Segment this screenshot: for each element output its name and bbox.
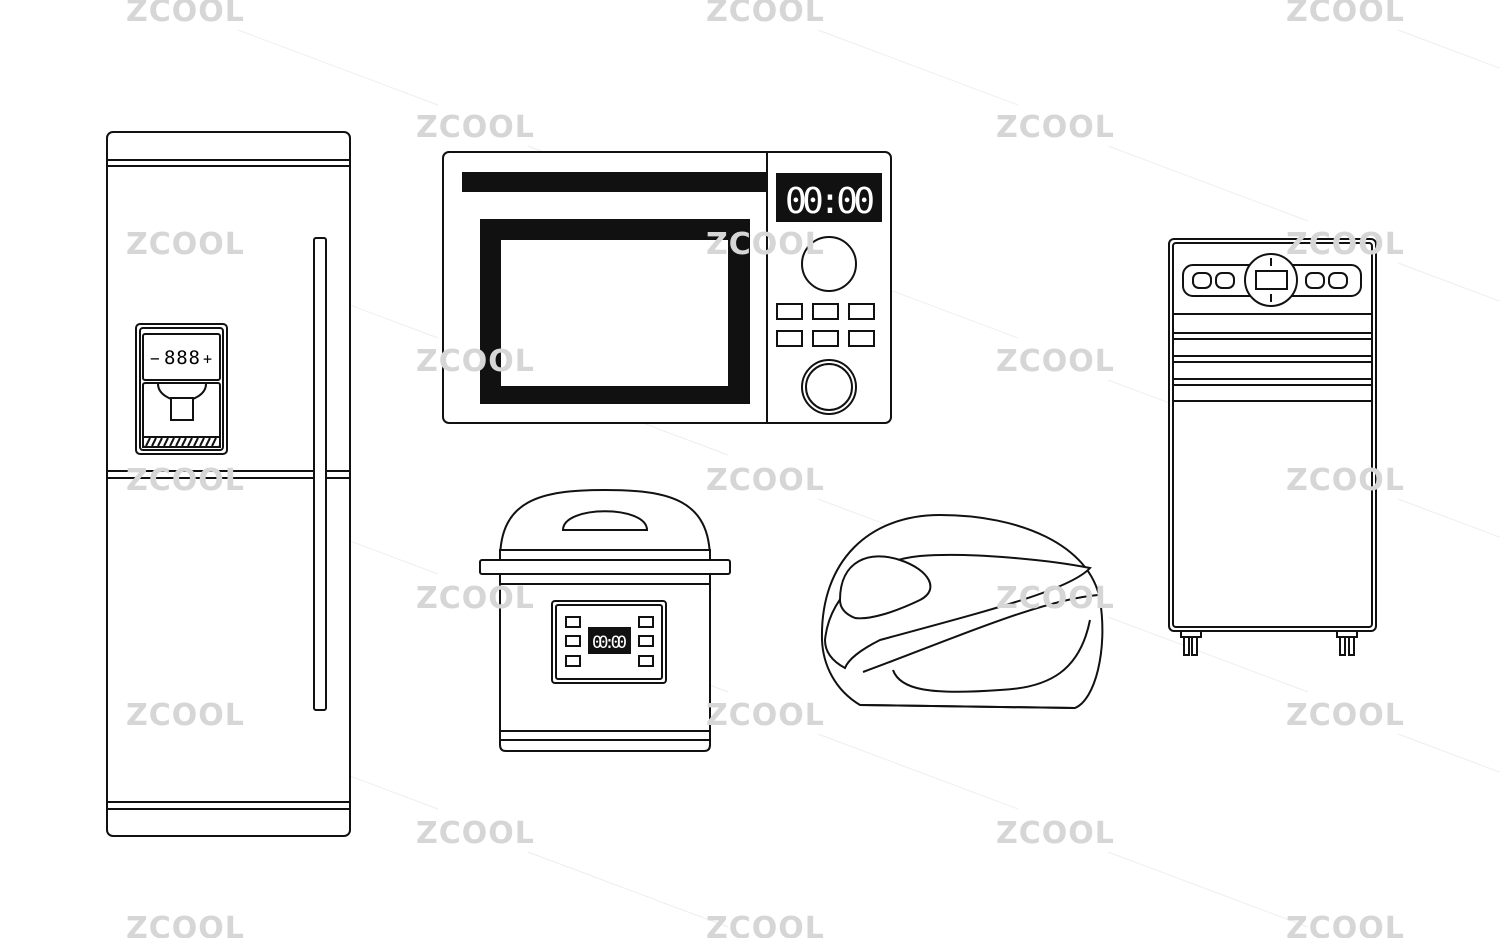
watermark-line: [1397, 29, 1500, 69]
fridge-minus: −: [150, 349, 160, 368]
cooker-display: 00:00: [592, 633, 627, 653]
watermark-line: [527, 851, 729, 928]
zcool-watermark: ZCOOL: [996, 344, 1115, 379]
zcool-watermark: ZCOOL: [1286, 463, 1405, 498]
zcool-watermark: ZCOOL: [126, 463, 245, 498]
fridge-handle: [313, 237, 327, 711]
zcool-watermark: ZCOOL: [126, 0, 245, 29]
zcool-watermark: ZCOOL: [126, 911, 245, 938]
watermarks: ZCOOL ZCOOL ZCOOL ZCOOL ZCOOL ZCOOL ZCOOL ZCOOL…: [126, 0, 1405, 938]
watermark-line: [817, 733, 1019, 810]
zcool-watermark: ZCOOL: [706, 463, 825, 498]
microwave: 00:00: [442, 151, 892, 424]
zcool-watermark: ZCOOL: [126, 227, 245, 262]
watermark-line: [1107, 616, 1309, 693]
watermark-line: [1397, 498, 1500, 538]
zcool-watermark: ZCOOL: [996, 816, 1115, 851]
microwave-buttons: [776, 303, 875, 347]
zcool-watermark: ZCOOL: [416, 581, 535, 616]
zcool-watermark: ZCOOL: [996, 581, 1115, 616]
fridge-plus: +: [203, 350, 212, 368]
microwave-knob-top: [801, 236, 857, 292]
zcool-watermark: ZCOOL: [996, 110, 1115, 145]
watermark-line: [817, 29, 1019, 106]
zcool-watermark: ZCOOL: [706, 227, 825, 262]
zcool-watermark: ZCOOL: [1286, 911, 1405, 938]
watermark-line: [1107, 145, 1309, 222]
zcool-watermark: ZCOOL: [1286, 0, 1405, 29]
watermark-line: [1397, 733, 1500, 773]
pressure-cooker: 00:00: [479, 488, 731, 752]
watermark-line: [1397, 262, 1500, 302]
zcool-watermark: ZCOOL: [1286, 698, 1405, 733]
microwave-display: 00:00: [785, 181, 875, 222]
fridge-display: 888: [164, 347, 200, 369]
air-cooler: [1168, 238, 1377, 656]
zcool-watermark: ZCOOL: [706, 698, 825, 733]
zcool-watermark: ZCOOL: [126, 698, 245, 733]
zcool-watermark: ZCOOL: [416, 816, 535, 851]
watermark-line: [237, 29, 439, 106]
zcool-watermark: ZCOOL: [1286, 227, 1405, 262]
microwave-knob-bottom: [801, 359, 857, 415]
zcool-watermark: ZCOOL: [416, 344, 535, 379]
watermark-line: [1107, 851, 1309, 928]
zcool-watermark: ZCOOL: [706, 911, 825, 938]
refrigerator: − 888 +: [106, 131, 351, 837]
steam-iron: [820, 513, 1104, 710]
zcool-watermark: ZCOOL: [416, 110, 535, 145]
zcool-watermark: ZCOOL: [706, 0, 825, 29]
